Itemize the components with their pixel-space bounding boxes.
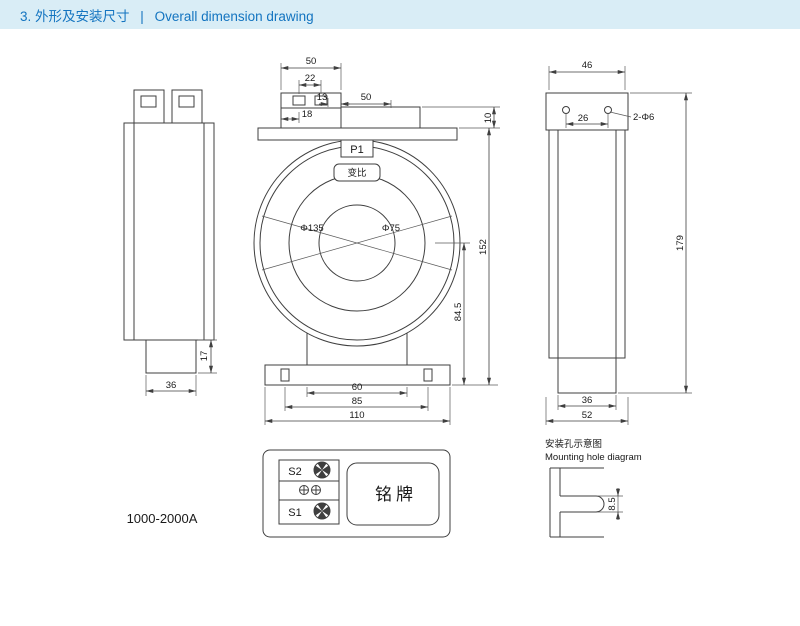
dim-8-5: 8.5	[607, 497, 618, 510]
terminal-s2-label: S2	[288, 466, 301, 478]
dim-phi135: Φ135	[300, 223, 323, 234]
section-header: 3. 外形及安装尺寸 | Overall dimension drawing	[0, 0, 800, 29]
dim-phi75: Φ75	[382, 223, 400, 234]
dim-13: 13	[317, 92, 328, 103]
dim-46: 46	[582, 60, 593, 71]
section-title: 3. 外形及安装尺寸 | Overall dimension drawing	[20, 5, 314, 25]
current-range-label: 1000-2000A	[127, 511, 198, 526]
dim-85: 85	[352, 396, 363, 407]
dim-36-right: 36	[582, 395, 593, 406]
ratio-label: 变比	[347, 167, 366, 179]
nameplate-label: 铭牌	[375, 485, 417, 504]
dim-2-phi6: 2-Φ6	[633, 112, 654, 123]
title-separator: |	[140, 8, 144, 24]
terminal-screw-icon	[313, 461, 331, 479]
dim-22: 22	[305, 73, 316, 84]
dim-152: 152	[478, 239, 489, 255]
terminal-screw-icon	[313, 502, 331, 520]
left-side-view: 17 36	[123, 89, 217, 396]
p1-label: P1	[350, 144, 363, 156]
dim-26: 26	[578, 113, 589, 124]
section-number: 3.	[20, 8, 32, 24]
mounting-title-en: Mounting hole diagram	[545, 452, 642, 463]
dim-52: 52	[582, 410, 593, 421]
dim-60: 60	[352, 382, 363, 393]
mounting-title-zh: 安装孔示意图	[545, 438, 602, 450]
nameplate-view: S2 S1 铭牌 1000-2000A	[127, 449, 451, 538]
dim-179: 179	[675, 235, 686, 251]
dim-18: 18	[302, 109, 313, 120]
section-title-en: Overall dimension drawing	[154, 8, 314, 24]
dim-36: 36	[166, 380, 177, 391]
dim-17: 17	[199, 351, 210, 362]
section-title-zh: 外形及安装尺寸	[35, 8, 130, 24]
dim-10: 10	[483, 113, 494, 124]
right-side-view: 46 26 2-Φ6 179 36 52	[545, 60, 692, 425]
front-view: P1 变比 Φ135 Φ75 50 22 13 50 18	[253, 56, 500, 425]
polarity-icons	[299, 485, 321, 495]
dim-84-5: 84.5	[453, 303, 464, 322]
dim-50-step: 50	[361, 92, 372, 103]
dim-110: 110	[349, 410, 364, 421]
mounting-hole-diagram: 安装孔示意图 Mounting hole diagram 8.5	[545, 438, 642, 538]
dim-50-top: 50	[306, 56, 317, 67]
terminal-s1-label: S1	[288, 507, 301, 519]
